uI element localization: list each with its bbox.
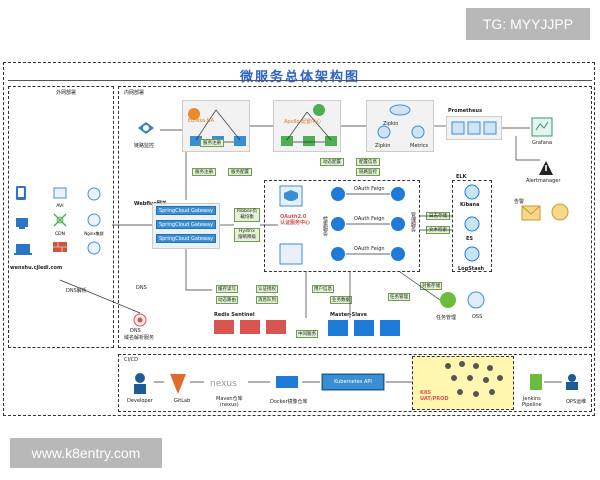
elk-art [464, 184, 480, 262]
ribbon-box: Ribbon负 载均衡 [234, 208, 260, 222]
diagram-title: 微服务总体架构图 [239, 70, 360, 85]
watermark-top: TG: MYYJJPP [466, 8, 590, 40]
manage-svc-label: 管理服务 [410, 212, 416, 232]
biz-data-tag: 业务数据 [330, 296, 352, 304]
client-site-label: wenshu.cjledi.com [10, 265, 63, 271]
redis-art [214, 320, 286, 334]
eureka-label: Eureka HA [188, 118, 214, 124]
oss-task-art [440, 291, 485, 309]
hystrix-box: Hystrix 熔断降级 [234, 228, 260, 242]
apollo-art [281, 104, 337, 146]
alertmanager-label: Alertmanager [526, 178, 561, 184]
svg-text:Nginx集群: Nginx集群 [84, 230, 104, 236]
mq-tag: 中间服务 [296, 330, 318, 338]
ops-label: OPS运维 [566, 399, 587, 405]
chain-monitor-icon [138, 122, 154, 134]
svg-text:AVI: AVI [56, 203, 63, 209]
task-tag: 任务管理 [388, 293, 410, 301]
redis-label: Redis Sentinel [214, 312, 255, 318]
jenkins-ops-art [530, 374, 578, 390]
user-info-tag: 用户信息 [312, 285, 334, 293]
k8s-api-box: Kubernetes API [322, 374, 384, 390]
dyn-route-tag: 动态路由 [216, 296, 238, 304]
cicd-label: CI/CD [124, 357, 138, 363]
gateway-item-2: SpringCloud Gateway [156, 220, 216, 229]
title-divider [8, 80, 592, 81]
cicd-section [118, 354, 592, 412]
feign-label-1: OAuth Feign [354, 186, 385, 192]
oauth-label: OAuth2.0 认证服务中心 [280, 214, 311, 226]
internal-section [118, 86, 592, 348]
log-store-tag: 日志存储 [426, 212, 450, 220]
gateway-item-3: SpringCloud Gateway [156, 234, 216, 243]
grafana-icon [531, 117, 553, 137]
k8s-pods-art [445, 361, 503, 397]
dyn-config-tag: 动态配置 [320, 158, 344, 166]
jenkins-label: Jenkins Pipeline [522, 396, 542, 408]
elk-title: ELK [456, 174, 467, 180]
watermark-bottom: www.k8entry.com [10, 438, 162, 468]
dns-label-2: DNS [136, 285, 147, 291]
obj-store-tag: 对象存储 [420, 282, 442, 290]
services-cluster [264, 180, 420, 272]
alert-icon [539, 161, 553, 175]
gateway-item-1: SpringCloud Gateway [156, 206, 216, 215]
prometheus-label: Prometheus [448, 108, 483, 114]
task-mgmt-label: 任务管理 [436, 315, 457, 321]
elk-cluster [452, 180, 492, 272]
mysql-art [328, 320, 400, 336]
dns-node-label: DNS [130, 328, 141, 334]
feign-art [331, 187, 405, 261]
gateway-title: Webflux网关 [134, 201, 167, 207]
feign-label-3: OAuth Feign [354, 246, 385, 252]
kibana-label: Kibana [460, 202, 480, 208]
alert-mail-label: 告警 [514, 199, 525, 205]
auth-enc-tag: 认证授权 [256, 285, 278, 293]
svc-register-tag: 服务注册 [192, 168, 216, 176]
internal-label: 内网部署 [124, 90, 145, 96]
feign-label-2: OAuth Feign [354, 216, 385, 222]
apollo-label: Apollo 配置中心 [284, 119, 322, 125]
dns-icon [133, 313, 147, 327]
svg-text:nexus: nexus [210, 379, 237, 389]
collect-cfg-tag: 配置信息 [356, 158, 380, 166]
logstash-label: LogStash [458, 266, 485, 272]
prometheus-art [451, 121, 497, 135]
dns-resolve-label: DNS解析 [66, 288, 87, 294]
docker-label: Docker镜像仓库 [270, 399, 308, 405]
search-svc-label: 检索服务 [322, 216, 328, 236]
chain-monitor-label: 链路监控 [134, 143, 155, 149]
oss-label: OSS [472, 314, 483, 320]
zipkin-label: Zipkin [383, 121, 399, 127]
client-devices-art: AVI CDN Nginx集群 [14, 186, 104, 255]
es-label: ES [466, 236, 474, 242]
zipkin-art [377, 104, 425, 139]
collect-chain-tag: 链路监控 [356, 168, 380, 176]
svc-config-tag: 服务配置 [228, 168, 252, 176]
gitlab-label: GitLab [174, 398, 191, 404]
text-search-tag: 文本检索 [426, 226, 450, 234]
developer-label: Developer [127, 398, 153, 404]
grafana-label: Grafana [532, 140, 553, 146]
maven-label: Maven仓库 (nexus) [216, 396, 243, 408]
zipkin-label-2: Zipkin [375, 143, 391, 149]
registry-tag: 服务注册 [200, 139, 224, 147]
k8s-label: K8S UAT/PROD [420, 390, 449, 402]
external-section [8, 86, 114, 348]
dns-node-sub: 域名解析服务 [124, 335, 155, 341]
external-label: 外网部署 [56, 90, 77, 96]
svg-text:CDN: CDN [55, 231, 65, 237]
oauth-art [279, 185, 303, 265]
cache-read-tag: 缓存读写 [216, 285, 238, 293]
msg-queue-tag: 消息队列 [256, 296, 278, 304]
metrics-label: Metrics [410, 143, 429, 149]
diagram-frame [3, 62, 595, 416]
mysql-label: Master-Slave [330, 312, 367, 318]
alert-mail-art [521, 203, 569, 221]
cicd-art: nexus [134, 373, 414, 394]
